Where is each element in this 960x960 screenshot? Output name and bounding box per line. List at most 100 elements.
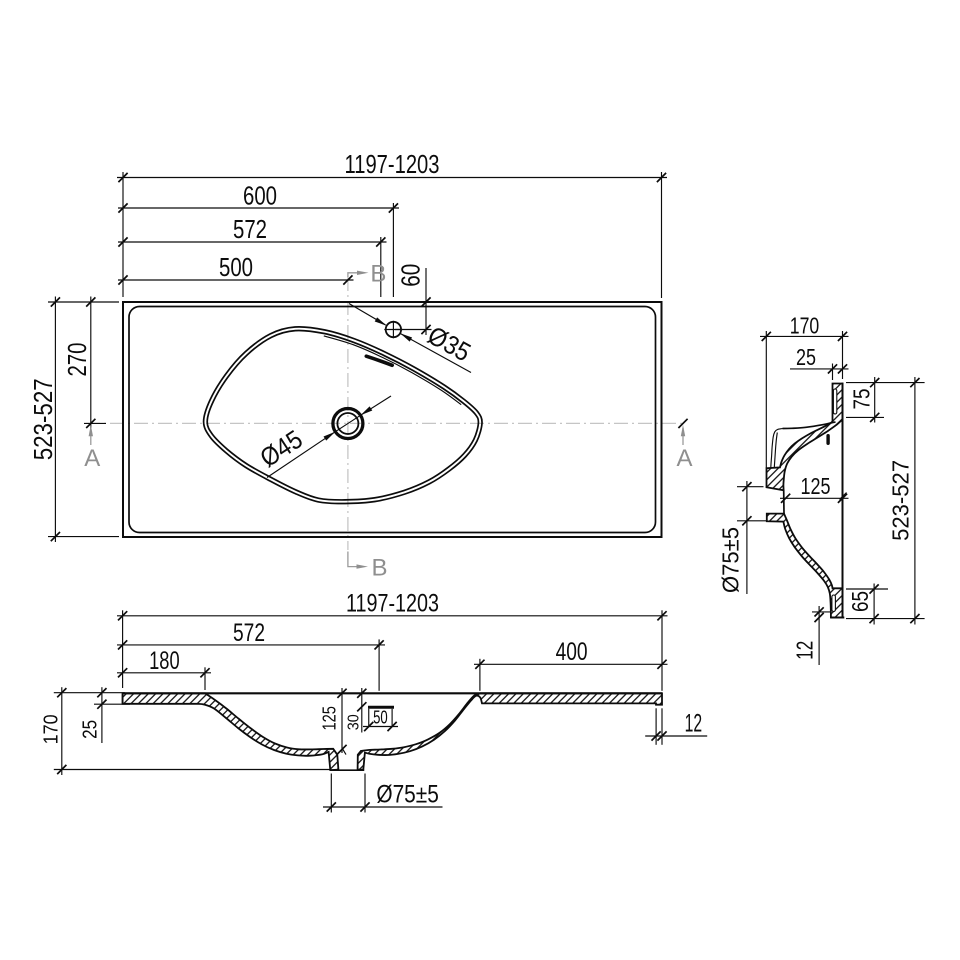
side-bowl-outer-projection <box>770 427 783 468</box>
dimension-line <box>266 431 336 478</box>
dim-label: 270 <box>62 343 92 377</box>
tick-mark <box>50 296 61 308</box>
tick-mark <box>85 296 97 308</box>
tick-mark <box>117 202 129 214</box>
dim-label: 523-527 <box>28 378 58 460</box>
leader-drain-dia: Ø45 <box>254 395 392 478</box>
dim-label: 500 <box>219 252 253 282</box>
tick-mark <box>117 639 128 651</box>
tick-mark <box>868 583 880 595</box>
dim-label: 572 <box>233 619 265 647</box>
section-marker-a: A A <box>84 418 693 472</box>
dim-label: 1197-1203 <box>346 590 439 618</box>
dim-label: 75 <box>849 389 875 410</box>
leader-arrow <box>323 431 336 441</box>
dim-label: 400 <box>556 638 588 666</box>
front-cut-left <box>121 692 340 772</box>
dimension-line <box>334 414 361 433</box>
front-cut-right <box>356 692 663 771</box>
overflow-slot <box>364 354 394 368</box>
dim-label: 25 <box>80 720 102 739</box>
tick-mark <box>117 610 128 622</box>
tick-mark <box>342 274 354 286</box>
tick-mark <box>96 698 108 710</box>
tick-mark <box>56 764 68 775</box>
tick-mark <box>375 236 387 248</box>
dim-front-overall-width: 1197-1203 <box>117 590 668 691</box>
plan-view: 1197-1203 600 572 500 <box>28 149 693 582</box>
dim-label: 523-527 <box>888 460 914 541</box>
tick-mark <box>761 331 772 342</box>
basin-overflow-ledge-line <box>323 335 462 406</box>
leader-arrow <box>400 333 413 342</box>
tick-mark <box>813 606 825 618</box>
dim-front-outlet: Ø75±5 <box>323 773 443 813</box>
tick-mark <box>117 236 129 248</box>
tick-mark <box>868 613 880 624</box>
tick-mark <box>363 721 374 732</box>
tick-mark <box>656 610 668 622</box>
dim-front-overflow-pos: 572 <box>117 619 385 691</box>
dim-plan-overall-width: 1197-1203 <box>117 149 667 298</box>
tick-mark <box>420 324 432 335</box>
drain-outer-ring <box>331 406 365 441</box>
tick-mark <box>420 296 432 308</box>
tick-mark <box>474 659 486 670</box>
section-arrow <box>680 424 686 437</box>
dim-label: 25 <box>796 344 816 370</box>
dim-side-front-ledge: 65 <box>846 583 888 625</box>
dim-front-height: 170 <box>41 687 330 775</box>
section-arrow <box>356 564 368 569</box>
side-bowl-inner-projection <box>773 432 778 468</box>
tick-mark <box>85 418 97 429</box>
dim-label: 170 <box>41 714 63 744</box>
dim-label: 125 <box>801 473 831 499</box>
basin-outer-edge <box>202 325 483 505</box>
tick-mark <box>50 531 61 542</box>
dim-label: Ø75±5 <box>376 781 439 809</box>
dim-label: 60 <box>396 264 426 287</box>
tick-mark <box>386 721 398 732</box>
countertop-outline <box>122 301 663 538</box>
leader-arrow <box>374 317 387 326</box>
dim-side-rim: 25 <box>790 344 849 380</box>
tick-mark <box>359 801 371 813</box>
dim-label: Ø75±5 <box>718 527 744 593</box>
side-section-view: 170 25 75 125 <box>718 313 925 665</box>
countertop-inner-edge <box>128 305 657 534</box>
dim-label: Ø35 <box>423 320 476 368</box>
dim-label: 30 <box>346 714 363 730</box>
dim-plan-overall-depth: 523-527 <box>28 296 119 542</box>
dim-label: 12 <box>685 710 703 738</box>
dim-plan-drain-pos: 500 <box>117 252 354 286</box>
dim-front-bowl-depth: 125 <box>320 688 348 755</box>
dim-side-outlet: Ø75±5 <box>718 481 766 594</box>
dim-side-edge: 12 <box>792 606 830 665</box>
tick-mark <box>656 659 668 670</box>
dim-front-bowl-left: 180 <box>117 647 211 690</box>
tick-mark <box>650 730 662 742</box>
section-label-a-right: A <box>676 445 692 472</box>
dim-label: 65 <box>847 591 873 612</box>
tick-mark <box>373 639 385 651</box>
dim-front-edge: 12 <box>645 708 708 745</box>
dim-plan-tap-offset: 60 <box>395 264 432 335</box>
drain <box>331 406 365 441</box>
side-rim-hollow-front <box>831 594 836 613</box>
drain-inner-ring <box>336 412 360 435</box>
tick-mark <box>336 688 348 699</box>
side-bowl-rim-projection <box>782 421 836 430</box>
tick-mark <box>656 730 668 742</box>
dim-front-bracket-offset: 30 <box>346 688 368 733</box>
tick-mark <box>336 744 348 755</box>
leader-tap-dia: Ø35 <box>348 303 476 374</box>
dim-label: 50 <box>373 708 388 728</box>
tick-mark <box>199 667 211 679</box>
tick-mark <box>837 363 848 375</box>
tick-mark <box>96 687 108 698</box>
dimension-line <box>400 332 472 374</box>
tick-mark <box>388 202 399 214</box>
tick-mark <box>356 688 368 699</box>
